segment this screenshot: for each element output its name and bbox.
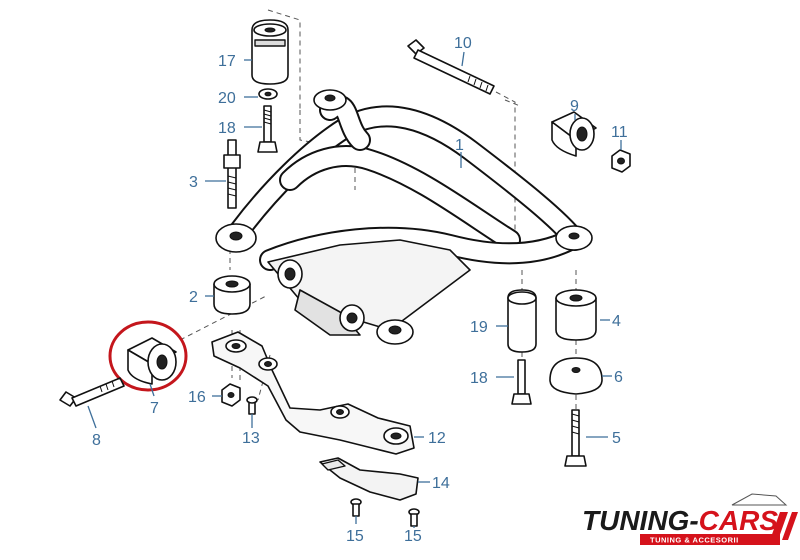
logo-speed-slashes-icon [770, 512, 798, 540]
part-18-bolt-upper [257, 105, 278, 153]
part-6-plate-washer [549, 357, 603, 395]
callout-15-left: 15 [346, 528, 364, 545]
callout-2: 2 [189, 289, 198, 306]
part-17-rubber-mount [251, 19, 289, 85]
callout-7: 7 [150, 400, 159, 417]
part-8-long-bolt [59, 377, 125, 407]
callout-20: 20 [218, 90, 236, 107]
part-20-washer [258, 88, 278, 100]
part-13-bolt [246, 396, 258, 415]
callout-16: 16 [188, 389, 206, 406]
callout-11: 11 [611, 124, 628, 141]
part-16-nut [221, 383, 241, 407]
part-5-bolt [564, 409, 587, 467]
part-1-subframe [215, 89, 593, 345]
callout-13: 13 [242, 430, 260, 447]
part-14-cover [319, 457, 419, 501]
part-7-bushing [127, 337, 177, 385]
part-15-screw-left [350, 498, 362, 517]
part-12-bracket [211, 331, 415, 455]
callout-1: 1 [455, 137, 464, 154]
callout-18-upper: 18 [218, 120, 236, 137]
part-11-nut [611, 149, 631, 173]
part-19-rubber-mount [507, 289, 537, 353]
callout-8: 8 [92, 432, 101, 449]
part-2-rubber-mount [213, 275, 251, 315]
callout-5: 5 [612, 430, 621, 447]
highlight-ring [108, 320, 188, 392]
callout-19: 19 [470, 319, 488, 336]
part-9-bushing [551, 111, 597, 157]
part-15-screw-right [408, 508, 420, 527]
callout-18-lower: 18 [470, 370, 488, 387]
callout-leader-lines [87, 51, 622, 528]
part-3-stud-bolt [223, 139, 241, 209]
tuning-cars-logo: TUNING-CARS TUNING & ACCESORII [582, 493, 798, 545]
part-18-bolt-lower [511, 359, 532, 405]
callout-9: 9 [570, 98, 579, 115]
callout-14: 14 [432, 475, 450, 492]
callout-15-right: 15 [404, 528, 422, 545]
callout-labels: 1 2 3 4 5 6 7 8 9 10 11 12 13 14 15 15 1… [92, 35, 628, 545]
callout-6: 6 [614, 369, 623, 386]
part-4-rubber-mount [555, 289, 597, 341]
callout-3: 3 [189, 174, 198, 191]
part-10-long-bolt [407, 39, 495, 95]
logo-tagline: TUNING & ACCESORII [650, 536, 739, 545]
logo-car-sketch-icon [731, 493, 788, 506]
logo-tagline-bar [640, 534, 780, 545]
logo-brand-dark: TUNING- [582, 505, 699, 536]
svg-text:TUNING-CARS: TUNING-CARS [582, 505, 778, 536]
callout-17: 17 [218, 53, 236, 70]
callout-4: 4 [612, 313, 621, 330]
logo-brand-red: CARS [699, 505, 779, 536]
callout-10: 10 [454, 35, 472, 52]
callout-12: 12 [428, 430, 446, 447]
